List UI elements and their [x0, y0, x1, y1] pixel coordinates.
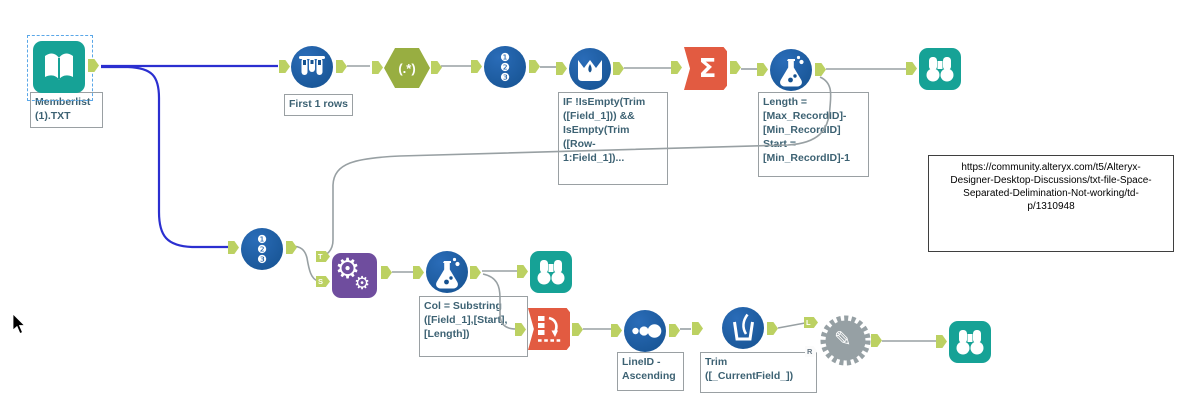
multi-field-formula-output-anchor[interactable] — [767, 322, 778, 335]
wire-recordid2-append-source[interactable] — [290, 245, 319, 282]
bucket-drop-icon — [578, 60, 602, 81]
binoculars-icon — [956, 330, 984, 355]
regex-input-anchor[interactable] — [372, 61, 383, 74]
sample-output-anchor[interactable] — [336, 60, 347, 73]
gear-small-icon: ⚙ — [354, 273, 371, 293]
browse-2-input-anchor[interactable] — [517, 265, 528, 278]
wire-multifield-dynrename[interactable] — [777, 322, 806, 329]
regex-output-anchor[interactable] — [431, 61, 442, 74]
multi-row-formula-input-anchor[interactable] — [556, 62, 567, 75]
select-records-input-anchor[interactable] — [515, 323, 526, 336]
append-target-anchor[interactable]: T — [316, 251, 330, 262]
sample-tool[interactable] — [291, 46, 333, 88]
sample-input-anchor[interactable] — [279, 60, 290, 73]
formula-input-anchor[interactable] — [757, 63, 768, 76]
dynamic-rename-tool[interactable]: ✎ — [819, 314, 872, 367]
comment-box[interactable]: https://community.alteryx.com/t5/Alteryx… — [928, 155, 1174, 252]
append-fields-tool[interactable]: ⚙ ⚙ — [332, 253, 377, 298]
formula-2-tool[interactable] — [426, 251, 468, 293]
multi-field-formula-tool[interactable] — [722, 307, 764, 349]
record-id-2-tool[interactable]: ❶ ❷ ❸ — [241, 228, 283, 270]
sort-annotation[interactable]: LineID - Ascending — [617, 352, 684, 391]
ascending-dots-icon — [632, 324, 662, 338]
browse-input-anchor[interactable] — [906, 62, 917, 75]
rows-arrow-icon — [538, 316, 561, 342]
browse-2-tool[interactable] — [530, 251, 572, 293]
binoculars-icon — [926, 57, 954, 82]
sort-tool[interactable] — [624, 310, 666, 352]
formula-2-output-anchor[interactable] — [470, 266, 481, 279]
multi-row-formula-annotation[interactable]: IF !IsEmpty(Trim ([Field_1])) && IsEmpty… — [558, 92, 668, 185]
wire-formula-append-target[interactable] — [318, 76, 832, 258]
record-id-2-input-anchor[interactable] — [228, 241, 239, 254]
mouse-cursor — [12, 314, 26, 335]
record-id-output-anchor[interactable] — [529, 60, 540, 73]
append-source-anchor[interactable]: S — [316, 276, 330, 287]
sigma-icon: Σ — [698, 53, 717, 84]
select-records-output-anchor[interactable] — [572, 323, 583, 336]
input-output-anchor[interactable] — [88, 59, 99, 72]
regex-tool[interactable]: (.*) — [384, 48, 430, 88]
record-id-input-anchor[interactable] — [471, 60, 482, 73]
binoculars-icon — [537, 260, 565, 285]
browse-3-input-anchor[interactable] — [936, 335, 947, 348]
formula-annotation[interactable]: Length = [Max_RecordID]- [Min_RecordID] … — [758, 92, 869, 177]
append-fields-output-anchor[interactable] — [381, 266, 392, 279]
summarize-output-anchor[interactable] — [730, 61, 741, 74]
regex-icon: (.*) — [398, 60, 416, 76]
gear-icon: ⚙ — [335, 253, 361, 284]
gear-pencil-icon — [820, 315, 871, 366]
wire-input-recordid2-selected[interactable] — [101, 65, 228, 249]
dynamic-rename-left-anchor[interactable]: L — [804, 317, 818, 328]
sample-annotation[interactable]: First 1 rows — [284, 94, 353, 116]
record-id-icon: ❶ ❷ ❸ — [500, 51, 510, 84]
summarize-input-anchor[interactable] — [671, 61, 682, 74]
summarize-tool[interactable]: Σ — [684, 47, 727, 90]
pencil-icon: ✎ — [834, 328, 852, 351]
input-data-tool[interactable] — [33, 41, 85, 93]
formula-2-input-anchor[interactable] — [413, 266, 424, 279]
flask-icon — [780, 55, 804, 87]
record-id-tool[interactable]: ❶ ❷ ❸ — [484, 46, 526, 88]
sort-output-anchor[interactable] — [669, 324, 680, 337]
formula-2-annotation[interactable]: Col = Substring ([Field_1],[Start], [Len… — [419, 296, 528, 357]
multi-row-formula-tool[interactable] — [569, 48, 611, 90]
record-id-icon: ❶ ❷ ❸ — [257, 233, 267, 266]
multi-field-formula-input-anchor[interactable] — [692, 322, 703, 335]
record-id-2-output-anchor[interactable] — [286, 241, 297, 254]
select-records-tool[interactable] — [528, 308, 570, 350]
multi-field-formula-annotation[interactable]: Trim ([_CurrentField_]) — [700, 352, 817, 393]
formula-tool[interactable] — [770, 49, 812, 91]
multi-row-formula-output-anchor[interactable] — [613, 62, 624, 75]
sort-input-anchor[interactable] — [611, 324, 622, 337]
flask-icon — [436, 257, 460, 289]
formula-output-anchor[interactable] — [815, 63, 826, 76]
test-tubes-icon — [299, 56, 325, 75]
wire-formula2-selectrecords[interactable] — [482, 273, 517, 330]
browse-tool[interactable] — [919, 48, 961, 90]
input-data-annotation[interactable]: Memberlist (1).TXT — [30, 92, 103, 128]
bucket-tool-icon — [733, 313, 754, 341]
dynamic-rename-output-anchor[interactable] — [871, 334, 882, 347]
book-icon — [45, 53, 73, 80]
browse-3-tool[interactable] — [949, 321, 991, 363]
dynamic-rename-right-anchor[interactable]: R — [805, 346, 817, 357]
